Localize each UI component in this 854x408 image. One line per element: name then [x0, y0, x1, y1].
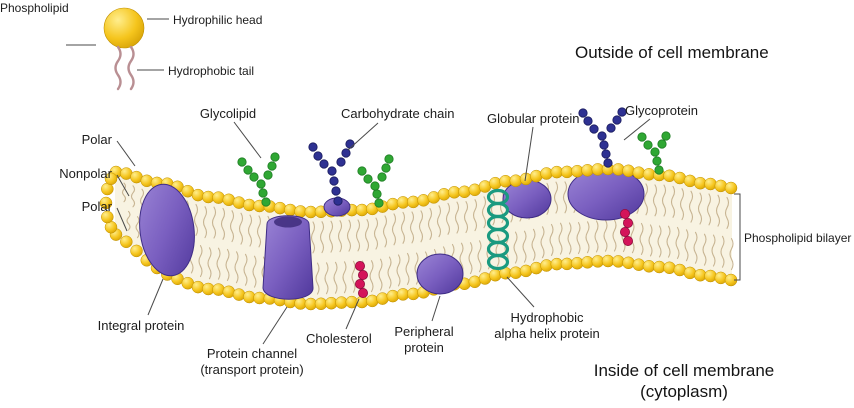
glycolipid-label: Glycolipid [199, 106, 257, 121]
inside-region-label-line1: Inside of cell membrane [593, 361, 775, 380]
inside-region-label-line2: (cytoplasm) [640, 382, 728, 401]
phospholipid-legend-graphic [103, 7, 145, 91]
alpha-helix-label-line1: Hydrophobic [510, 310, 584, 325]
polar-bottom-label: Polar [81, 199, 112, 214]
polar-top-pointer [116, 140, 136, 167]
peripheral-protein-label: Peripheral protein [382, 324, 466, 356]
polar-top-label: Polar [81, 132, 112, 147]
hydrophobic-tail-label: Hydrophobic tail [168, 64, 255, 78]
nonpolar-pointer [116, 174, 130, 197]
hydrophilic-head-label: Hydrophilic head [173, 13, 263, 27]
phospholipid-label: Phospholipid [0, 1, 69, 15]
globular-protein-label: Globular protein [487, 111, 580, 126]
legend-tail-wave [114, 45, 122, 91]
carbohydrate-chain-label: Carbohydrate chain [341, 106, 455, 121]
globular-protein-pointer [524, 126, 534, 182]
legend-head-sphere [103, 7, 145, 49]
carbohydrate-chain-pointer [347, 122, 379, 151]
inside-region-label: Inside of cell membrane (cytoplasm) [592, 360, 776, 402]
protein-channel-label-line2: (transport protein) [200, 362, 304, 377]
protein-channel-pointer [262, 306, 288, 345]
membrane-proteins [139, 183, 510, 300]
phospholipid-bilayer-label: Phospholipid bilayer [744, 231, 852, 245]
integral-protein [139, 183, 195, 277]
glycoprotein-pointer [623, 118, 651, 141]
embedded-proteins [502, 167, 645, 221]
cholesterol-pointer [345, 298, 360, 330]
glycoprotein-label: Glycoprotein [625, 103, 698, 118]
sugar-and-cholesterol-chains [237, 107, 671, 298]
alpha-helix-protein [486, 188, 510, 271]
peripheral-protein-pointer [431, 295, 441, 322]
integral-protein-label: Integral protein [97, 318, 185, 333]
alpha-helix-pointer [506, 276, 535, 308]
protein-channel [262, 215, 314, 300]
legend-tail-wave [127, 45, 135, 91]
glycolipid-pointer [233, 121, 262, 159]
peripheral-protein-label-line2: protein [404, 340, 444, 355]
protein-channel-opening [274, 216, 302, 228]
polar-bottom-pointer [116, 207, 128, 232]
alpha-helix-label-line2: alpha helix protein [494, 326, 600, 341]
bilayer-bracket [734, 193, 741, 281]
alpha-helix-label: Hydrophobic alpha helix protein [488, 310, 606, 342]
nonpolar-label: Nonpolar [59, 166, 112, 181]
peripheral-protein [416, 253, 464, 295]
protein-channel-label: Protein channel (transport protein) [182, 346, 322, 378]
cholesterol-label: Cholesterol [306, 331, 372, 346]
integral-protein-pointer [147, 278, 164, 316]
protein-channel-label-line1: Protein channel [206, 346, 298, 361]
outside-region-label: Outside of cell membrane [575, 43, 769, 62]
peripheral-protein-label-line1: Peripheral [394, 324, 454, 339]
globular-protein [502, 179, 552, 219]
pointer-lines [66, 18, 741, 345]
